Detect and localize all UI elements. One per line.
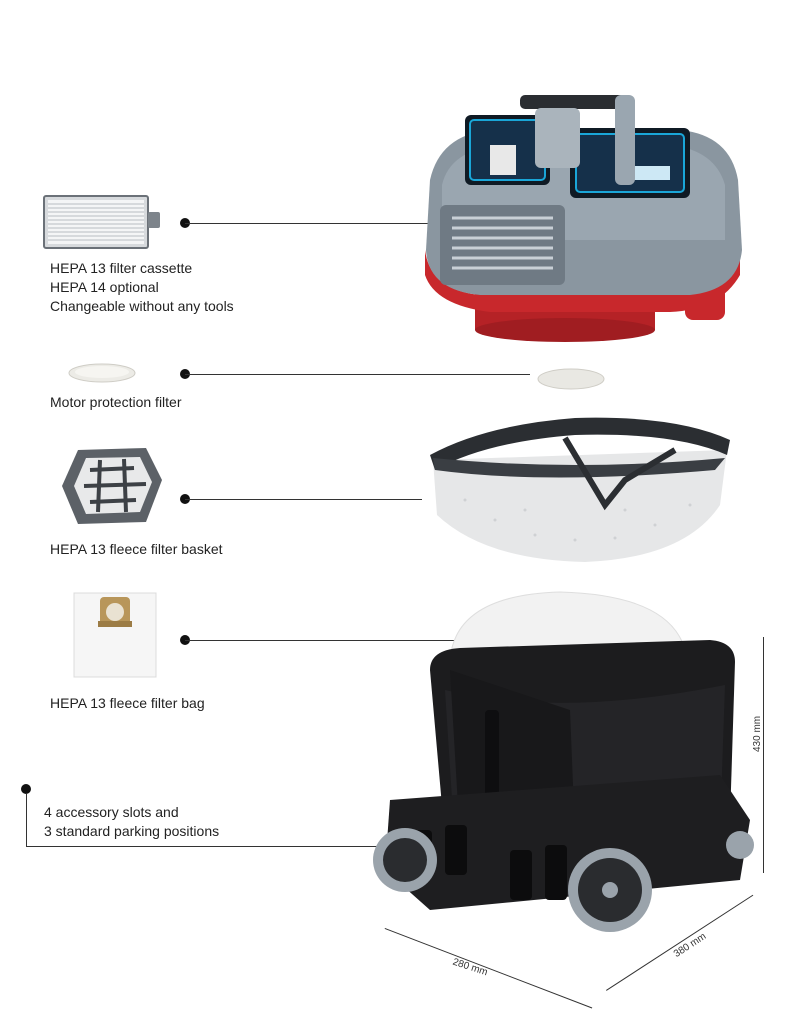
fleece-basket-label: HEPA 13 fleece filter basket [50, 540, 223, 559]
filter-basket-illustration [430, 417, 730, 562]
motor-filter-disc-illustration [537, 368, 605, 390]
fleece-basket-label-line-1: HEPA 13 fleece filter basket [50, 541, 223, 557]
fleece-basket-leader-line [185, 499, 422, 500]
fleece-bag-leader-line [185, 640, 460, 641]
accessory-slots-vertical-line [26, 794, 27, 846]
container-illustration [373, 591, 754, 932]
motor-filter-label: Motor protection filter [50, 393, 182, 412]
fleece-filter-basket-image [62, 448, 162, 524]
motor-filter-label-line-1: Motor protection filter [50, 394, 182, 410]
accessory-slots-label: 4 accessory slots and 3 standard parking… [44, 803, 219, 841]
motor-filter-leader-line [185, 374, 530, 375]
motor-head-illustration [425, 95, 742, 342]
hepa-cassette-label: HEPA 13 filter cassette HEPA 14 optional… [50, 259, 234, 316]
accessory-slots-leader-line [26, 846, 386, 847]
accessory-slots-label-line-2: 3 standard parking positions [44, 823, 220, 839]
hepa-filter-cassette-image [43, 195, 160, 249]
height-dimension-line [763, 637, 764, 873]
fleece-filter-bag-image [73, 592, 157, 678]
motor-protection-filter-image [68, 363, 136, 383]
accessory-slots-pointer-dot [21, 784, 31, 794]
fleece-bag-label: HEPA 13 fleece filter bag [50, 694, 205, 713]
fleece-bag-label-line-1: HEPA 13 fleece filter bag [50, 695, 205, 711]
hepa-cassette-label-line-3: Changeable without any tools [50, 298, 234, 314]
height-dimension-label: 430 mm [752, 715, 763, 752]
accessory-slots-label-line-1: 4 accessory slots and [44, 804, 179, 820]
hepa-cassette-leader-line [185, 223, 430, 224]
hepa-cassette-label-line-1: HEPA 13 filter cassette [50, 260, 193, 276]
hepa-cassette-label-line-2: HEPA 14 optional [50, 279, 159, 295]
